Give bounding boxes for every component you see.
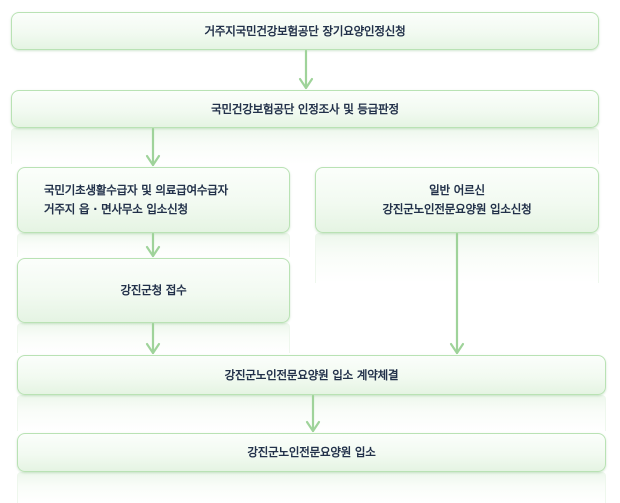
step-4a-box: 강진군청 접수 [17,258,290,323]
arrow-2-3a [145,127,161,167]
step-3a-line-2: 거주지 읍 · 면사무소 입소신청 [44,202,188,216]
arrow-3a-4a [145,232,161,258]
step-2-box: 국민건강보험공단 인정조사 및 등급판정 [11,90,599,128]
step-3a-line-1: 국민기초생활수급자 및 의료급여수급자 [44,183,229,197]
step-6-box: 강진군노인전문요양원 입소 [17,433,606,472]
step-3a-text: 국민기초생활수급자 및 의료급여수급자 거주지 읍 · 면사무소 입소신청 [44,181,228,219]
step-1-box: 거주지국민건강보험공단 장기요양인정신청 [11,12,599,50]
arrow-4a-5 [145,322,161,355]
step-5-box: 강진군노인전문요양원 입소 계약체결 [17,355,606,395]
step-4a-label: 강진군청 접수 [120,283,187,297]
arrow-1-2 [298,49,314,90]
step-3b-text: 일반 어르신 강진군노인전문요양원 입소신청 [382,181,531,219]
arrow-3b-5 [449,232,465,355]
step-5-reflection [17,395,606,431]
step-6-reflection [17,472,606,503]
step-6-label: 강진군노인전문요양원 입소 [247,445,376,459]
step-2-reflection [11,128,599,164]
step-2-label: 국민건강보험공단 인정조사 및 등급판정 [211,101,399,116]
step-3b-box: 일반 어르신 강진군노인전문요양원 입소신청 [315,167,599,233]
arrow-5-6 [305,394,321,433]
step-1-label: 거주지국민건강보험공단 장기요양인정신청 [204,23,406,38]
step-3b-line-2: 강진군노인전문요양원 입소신청 [382,202,532,216]
step-3a-box: 국민기초생활수급자 및 의료급여수급자 거주지 읍 · 면사무소 입소신청 [17,167,290,233]
step-3b-line-1: 일반 어르신 [429,183,485,197]
step-5-label: 강진군노인전문요양원 입소 계약체결 [224,367,399,382]
